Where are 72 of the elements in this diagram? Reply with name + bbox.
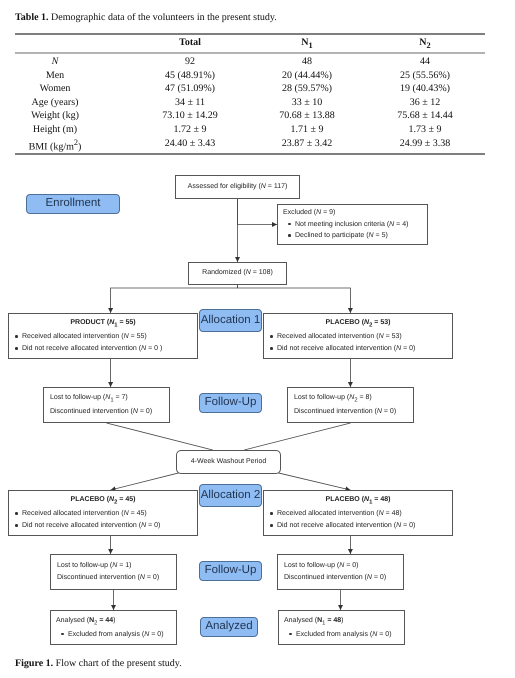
process-box: [188, 262, 287, 285]
process-box: [277, 204, 428, 245]
arrow: [277, 472, 351, 492]
row-header: Age (years): [32, 96, 78, 108]
table-cell: 28 (59.57%): [282, 83, 332, 94]
arrow: [108, 358, 114, 388]
stage-label-text: Analyzed: [205, 619, 253, 634]
process-box: [50, 610, 177, 645]
table-cell: 92: [185, 56, 195, 67]
row-header: BMI (kg/m$^{2}$): [28, 138, 82, 152]
table-cell: 25 (55.56%): [400, 70, 450, 81]
stage-label-text: Enrollment: [46, 196, 100, 212]
column-header: N$_{1}$: [301, 37, 313, 50]
table-cell: 1.71 ± 9: [290, 124, 324, 135]
table-cell: 47 (51.09%): [165, 83, 215, 94]
table-cell: 19 (40.43%): [400, 83, 450, 94]
row-header: Weight (kg): [31, 110, 79, 122]
table-cell: 1.72 ± 9: [174, 124, 206, 135]
stage-label-text: Follow-Up: [204, 395, 256, 410]
table-cell: 1.73 ± 9: [408, 124, 442, 135]
arrow: [348, 536, 353, 554]
row-header: Height (m): [32, 124, 78, 135]
table-cell: 34 ± 11: [174, 96, 206, 108]
row-header: Men: [46, 70, 64, 81]
figure-caption: Figure 1. Flow chart of the present study.: [15, 658, 182, 669]
column-header: N$_{2}$: [419, 37, 431, 50]
stage-label-text: Follow-Up: [204, 563, 256, 578]
arrow: [110, 472, 180, 492]
stage-label: [199, 393, 262, 413]
stage-label-text: Allocation 2: [200, 488, 260, 503]
arrow: [235, 198, 240, 262]
table-cell: 36 ± 12: [410, 96, 440, 108]
connector-line: [106, 422, 214, 450]
table-cell: 48: [302, 56, 312, 67]
stage-label: [199, 309, 262, 332]
process-box: [277, 554, 404, 590]
table-cell: 73.10 ± 14.29: [162, 110, 218, 122]
table-cell: 44: [420, 56, 430, 67]
group-box: [263, 313, 453, 359]
group-box: [8, 313, 198, 359]
stage-label: [199, 484, 262, 507]
stage-label: [199, 561, 262, 581]
arrow: [237, 284, 353, 314]
period-box: [176, 450, 281, 474]
stage-label: [200, 617, 258, 637]
table-title: Table 1. Demographic data of the volunteers in the present study.: [15, 12, 277, 23]
process-box: [287, 387, 414, 423]
process-box: [175, 175, 300, 199]
column-header: Total: [179, 37, 201, 48]
table-cell: 23.87 ± 3.42: [282, 138, 332, 149]
table-cell: 20 (44.44%): [282, 70, 332, 81]
arrow: [111, 590, 116, 610]
process-box: [50, 554, 177, 590]
table-cell: 24.99 ± 3.38: [400, 138, 450, 149]
table-cell: 45 (48.91%): [165, 70, 215, 81]
table-cell: 75.68 ± 14.44: [397, 110, 453, 122]
table-cell: 24.40 ± 3.43: [164, 138, 216, 149]
group-box: [263, 490, 453, 536]
table-cell: 33 ± 10: [292, 96, 322, 108]
arrow: [108, 536, 114, 554]
stage-label-text: Allocation 1: [200, 312, 260, 328]
table-cell: 70.68 ± 13.88: [279, 110, 335, 122]
arrow: [348, 358, 353, 388]
process-box: [278, 610, 405, 645]
row-header: Women: [40, 83, 70, 94]
arrow: [108, 284, 238, 314]
process-box: [43, 387, 170, 423]
group-box: [8, 490, 198, 536]
connector-line: [244, 422, 351, 450]
arrow: [338, 590, 343, 610]
stage-label: [26, 194, 120, 214]
row-header: N: [52, 56, 58, 67]
